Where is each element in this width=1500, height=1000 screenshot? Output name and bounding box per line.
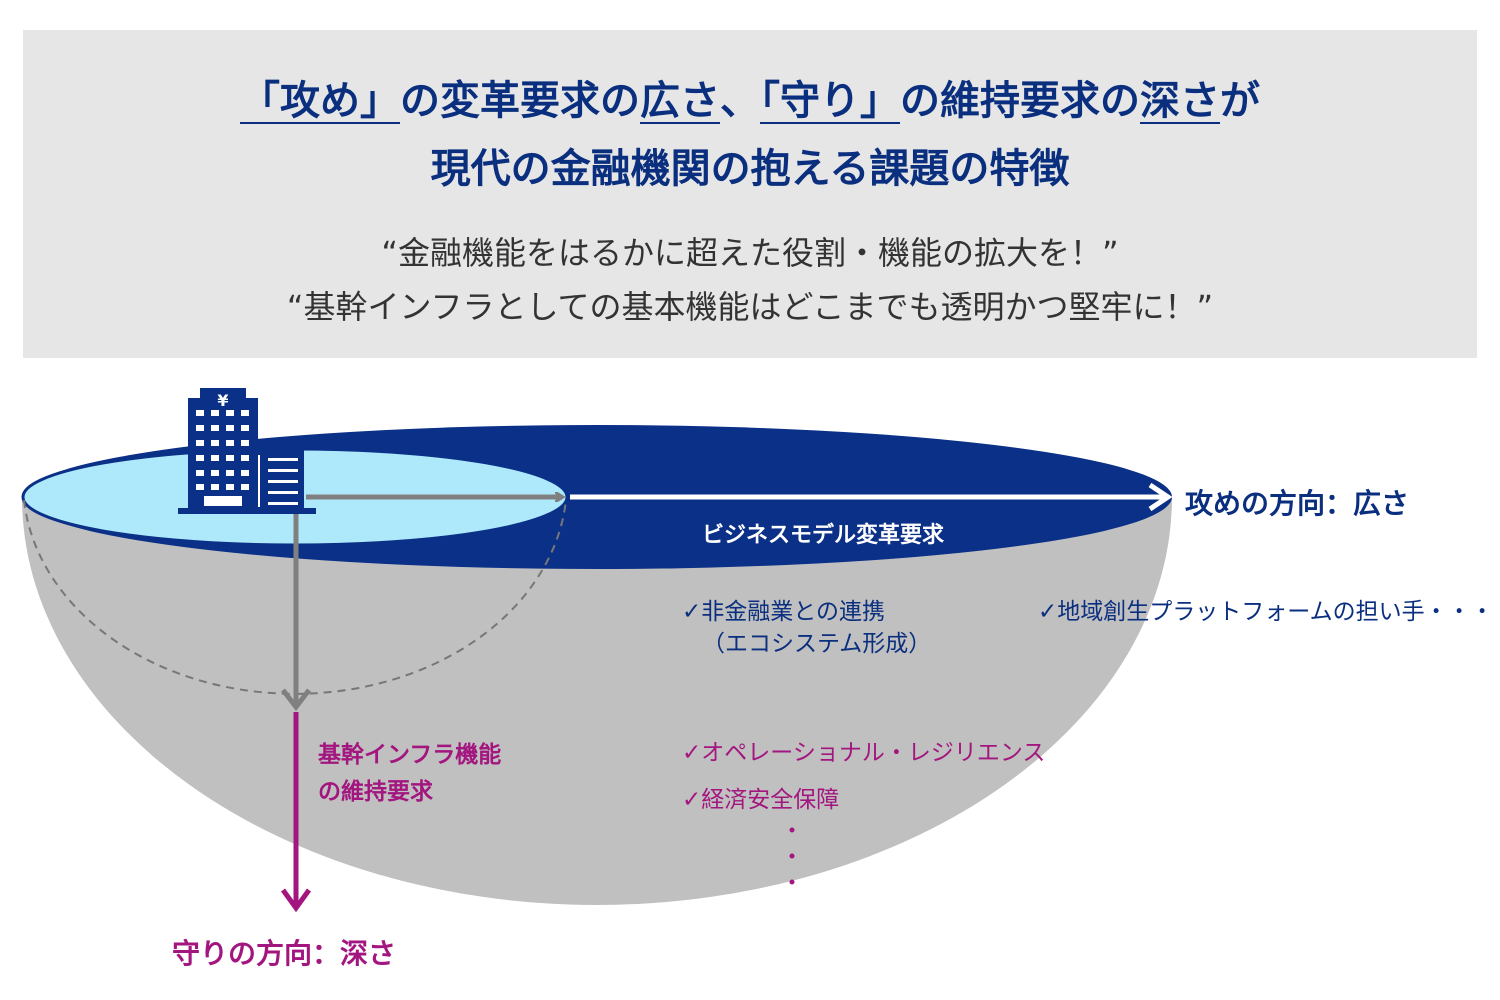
check-icon: ✓ (682, 599, 702, 625)
title-depth: 深さ (1140, 78, 1220, 124)
svg-text:¥: ¥ (217, 391, 228, 410)
offense-item-2: ✓地域創生プラットフォームの担い手・・・ (1038, 592, 1494, 626)
offense-item-1-sub: （エコシステム形成） (702, 631, 932, 657)
bowl (22, 497, 1172, 905)
dashed-arc (23, 499, 567, 695)
white-arrowhead (1148, 482, 1173, 512)
item-text: 地域創生プラットフォームの担い手・・・ (1057, 599, 1494, 625)
title-part: の変革要求の (400, 78, 640, 124)
check-icon: ✓ (682, 787, 702, 813)
quote-1: “金融機能をはるかに超えた役割・機能の拡大を！” (381, 234, 1119, 272)
title-part: が (1220, 78, 1260, 124)
check-icon: ✓ (1038, 599, 1058, 625)
defense-item-2: ✓経済安全保障 (682, 780, 839, 814)
magenta-arrowhead (280, 888, 312, 913)
defense-item-1: ✓オペレーショナル・レジリエンス (682, 733, 1045, 767)
ellipsis-dots (789, 827, 795, 885)
offense-item-1: ✓非金融業との連携 (682, 592, 885, 626)
title-part: の維持要求の (900, 78, 1140, 124)
defense-label-2: の維持要求 (318, 779, 433, 805)
offense-direction-label: 攻めの方向：広さ (1185, 487, 1410, 520)
title-line-1: 「攻め」の変革要求の広さ、「守り」の維持要求の深さが (23, 68, 1477, 126)
defense-label-1: 基幹インフラ機能 (318, 742, 502, 768)
title-part: 、 (720, 78, 760, 124)
title-line-2: 現代の金融機関の抱える課題の特徴 (430, 146, 1070, 192)
quote-2: “基幹インフラとしての基本機能はどこまでも透明かつ堅牢に！” (286, 288, 1214, 326)
offense-label: ビジネスモデル変革要求 (702, 523, 945, 548)
title-offense: 「攻め」 (240, 78, 400, 124)
gray-arrowhead (281, 688, 311, 712)
defense-direction-label: 守りの方向：深さ (172, 937, 397, 970)
check-icon: ✓ (682, 740, 702, 766)
building-icon: ¥ (178, 388, 316, 514)
title-breadth: 広さ (640, 78, 720, 124)
item-text: オペレーショナル・レジリエンス (701, 740, 1046, 766)
item-text: 非金融業との連携 (701, 599, 886, 625)
title-defense: 「守り」 (760, 78, 900, 124)
item-text: 経済安全保障 (701, 787, 840, 813)
header-panel: 「攻め」の変革要求の広さ、「守り」の維持要求の深さが 現代の金融機関の抱える課題… (23, 30, 1477, 358)
